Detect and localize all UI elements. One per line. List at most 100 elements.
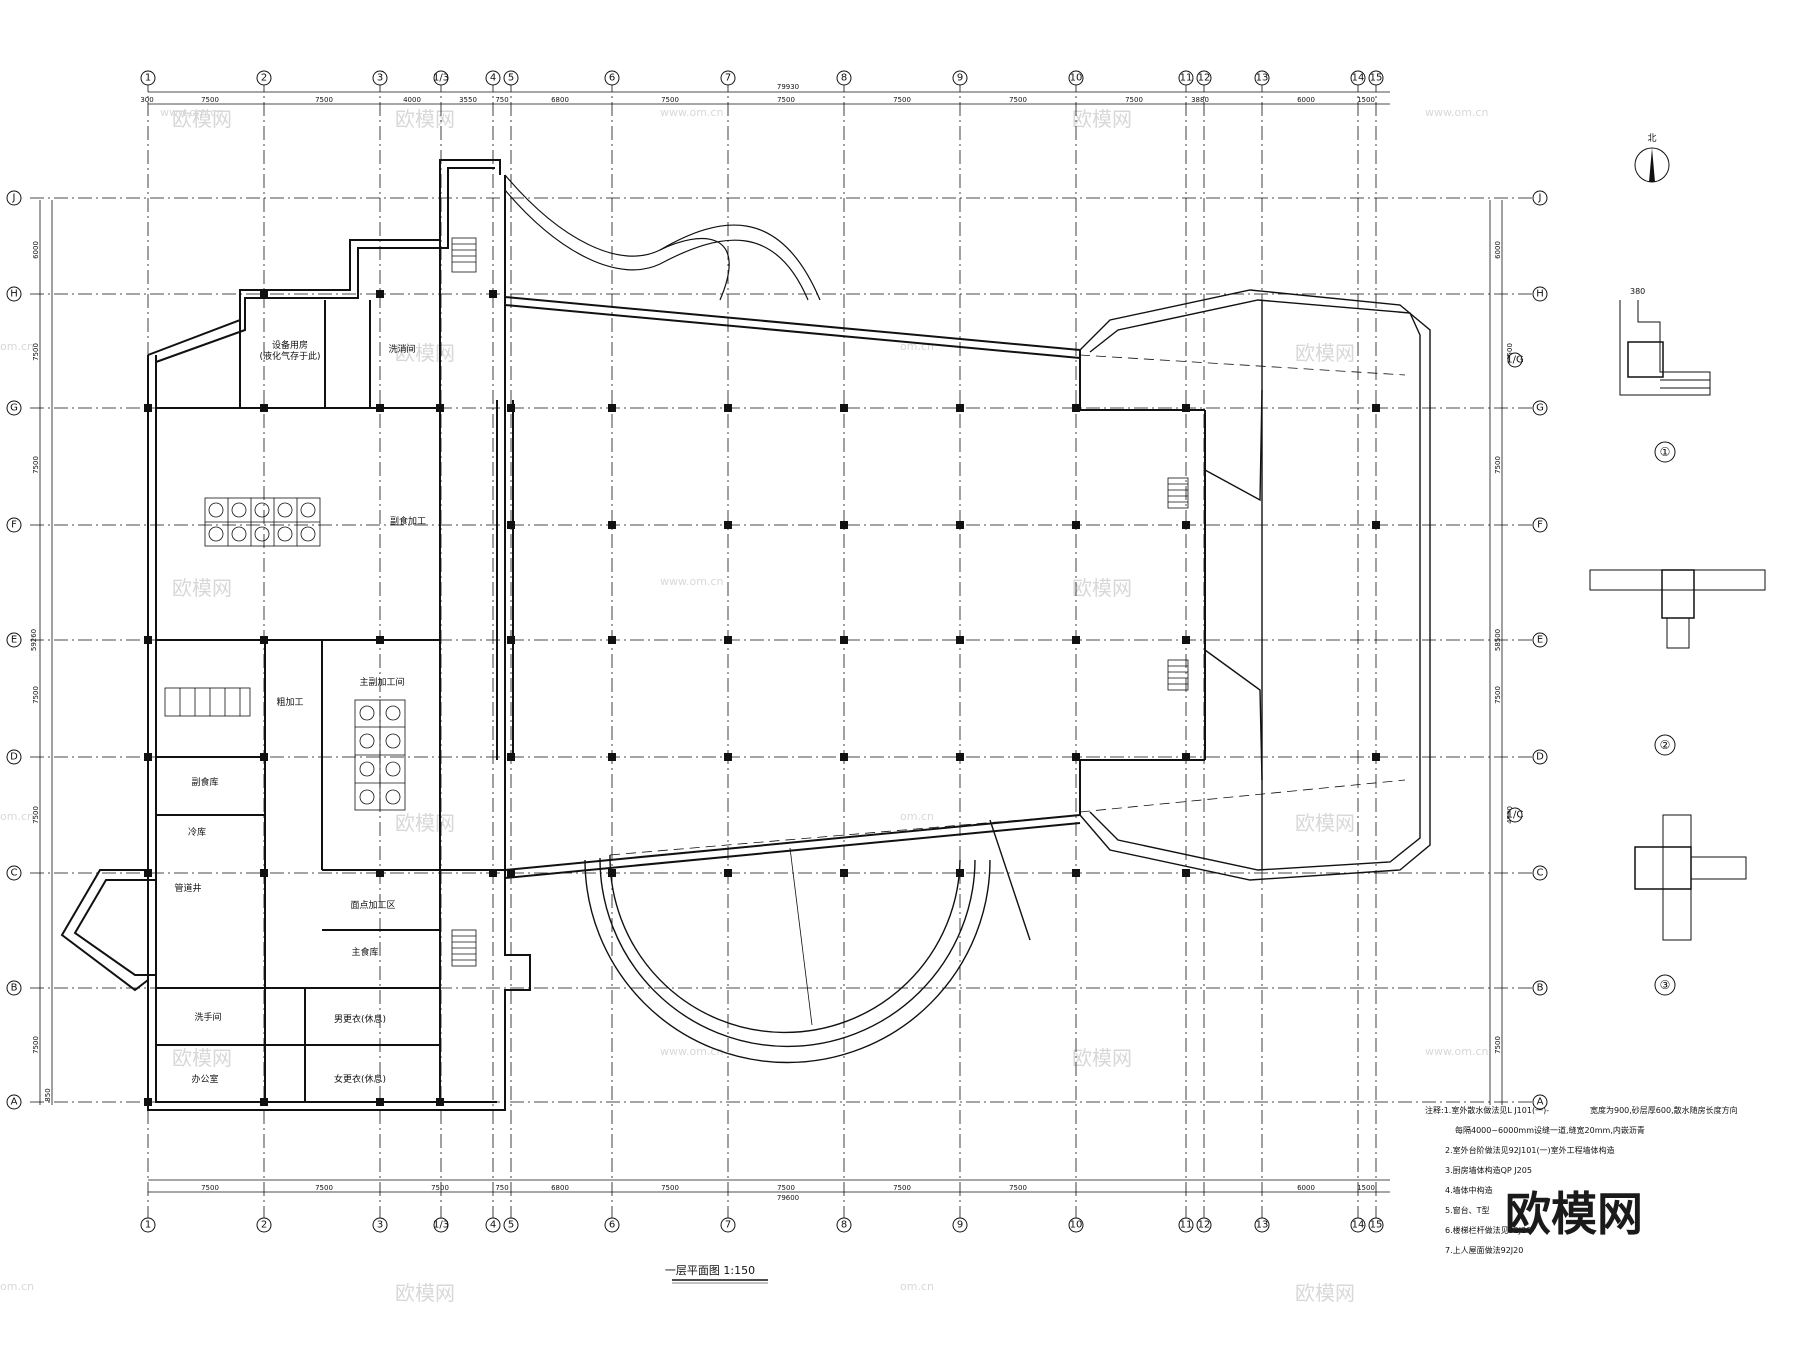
axis-bubble-left-0-label: J — [12, 193, 16, 204]
axis-bubble-top-3: 1/3 — [433, 70, 449, 86]
axis-bubble-left-5-label: D — [10, 752, 18, 763]
axis-bubble-left-4-label: E — [11, 635, 17, 646]
structural-columns — [144, 290, 1380, 1106]
watermark-site-3: www.om.cn — [1425, 106, 1488, 119]
column-5 — [608, 404, 616, 412]
north-canopy — [504, 174, 821, 301]
dim-top-2: 7500 — [315, 96, 333, 104]
watermark-brand-1: 欧模网 — [172, 107, 232, 131]
axis-bubble-top-5-label: 5 — [508, 73, 514, 84]
column-55 — [1372, 521, 1380, 529]
dim-top-15: 1500 — [1357, 96, 1375, 104]
axis-bubble-bottom-6-label: 6 — [609, 1220, 615, 1231]
axis-bubble-right-1-label: H — [1536, 289, 1544, 300]
dim-right-3: 7500 — [1494, 456, 1502, 474]
column-8 — [608, 753, 616, 761]
room-label-staple-store: 主食库 — [351, 946, 378, 958]
axis-bubble-right-0: J — [1532, 190, 1548, 206]
dim-top-14: 6000 — [1297, 96, 1315, 104]
column-9 — [608, 869, 616, 877]
axis-bubble-bottom-13: 13 — [1254, 1217, 1270, 1233]
detail-3 — [1634, 814, 1747, 941]
dim-bottom-1: 7500 — [201, 1184, 219, 1192]
dim-bottom-4: 750 — [495, 1184, 508, 1192]
column-25 — [1072, 404, 1080, 412]
room-label-office: 办公室 — [191, 1073, 218, 1085]
column-26 — [1072, 521, 1080, 529]
watermark-site-8: om.cn — [900, 810, 934, 823]
axis-bubble-left-5: D — [6, 749, 22, 765]
dim-left-4: 7500 — [32, 686, 40, 704]
column-18 — [840, 753, 848, 761]
drawing-title: 一层平面图 1:150 — [665, 1264, 768, 1284]
detail-2 — [1589, 569, 1766, 649]
axis-bubble-top-13: 13 — [1254, 70, 1270, 86]
dim-bottom-5: 6800 — [551, 1184, 569, 1192]
dim-top-3: 4000 — [403, 96, 421, 104]
watermark-site-6: www.om.cn — [660, 575, 723, 588]
axis-bubble-bottom-1: 2 — [256, 1217, 272, 1233]
column-20 — [956, 404, 964, 412]
watermark-brand-3: 欧模网 — [1072, 107, 1132, 131]
stair-north — [451, 237, 477, 273]
room-label-wash: 洗手间 — [194, 1011, 221, 1023]
axis-bubble-bottom-6: 6 — [604, 1217, 620, 1233]
axis-bubble-left-7: B — [6, 980, 22, 996]
axis-bubble-bottom-7: 7 — [720, 1217, 736, 1233]
axis-bubble-left-7-label: B — [11, 983, 18, 994]
note-6: 5.窗台、T型 — [1445, 1205, 1490, 1215]
note-8: 7.上人屋面做法92J20 — [1445, 1245, 1523, 1255]
column-35 — [144, 404, 152, 412]
column-40 — [376, 636, 384, 644]
dim-top-8: 7500 — [777, 96, 795, 104]
watermark-brand-4: 欧模网 — [395, 341, 455, 365]
dim-right-6: 7500 — [1494, 1036, 1502, 1054]
axis-grid-lines — [30, 78, 1540, 1225]
dim-bottom-2: 7500 — [315, 1184, 333, 1192]
column-3 — [507, 753, 515, 761]
column-41 — [144, 636, 152, 644]
column-7 — [608, 636, 616, 644]
column-6 — [608, 521, 616, 529]
overall-bottom-dim: 79600 — [777, 1194, 799, 1202]
south-arc — [584, 819, 1031, 1064]
dim-bottom-10: 6000 — [1297, 1184, 1315, 1192]
watermark-brand-7: 欧模网 — [1072, 576, 1132, 600]
axis-bubble-extra-1-label: 1/C — [1507, 810, 1524, 821]
dim-left-5: 7500 — [32, 806, 40, 824]
room-label-equipment: 设备用房(液化气存于此) — [259, 339, 320, 362]
watermark-brand-5: 欧模网 — [1295, 341, 1355, 365]
axis-bubble-top-15: 15 — [1368, 70, 1384, 86]
axis-bubble-right-5: D — [1532, 749, 1548, 765]
column-21 — [956, 521, 964, 529]
kitchen-equipment — [164, 497, 406, 811]
column-52 — [376, 290, 384, 298]
axis-bubble-top-4-label: 4 — [490, 73, 496, 84]
axis-bubble-top-14: 14 — [1350, 70, 1366, 86]
axis-bubble-bottom-0-label: 1 — [145, 1220, 151, 1231]
axis-bubble-left-2-label: G — [10, 403, 18, 414]
dim-bottom-7: 7500 — [777, 1184, 795, 1192]
dim-top-9: 7500 — [893, 96, 911, 104]
column-49 — [376, 1098, 384, 1106]
axis-bubble-right-4: E — [1532, 632, 1548, 648]
watermark-site-7: om.cn — [0, 810, 34, 823]
axis-bubble-bottom-3: 1/3 — [433, 1217, 449, 1233]
detail-1: 380 — [1619, 287, 1711, 396]
column-12 — [724, 636, 732, 644]
axis-bubble-top-0-label: 1 — [145, 73, 151, 84]
note-1b: 宽度为900,砂层厚600,散水随房长度方向 — [1590, 1105, 1738, 1115]
column-45 — [260, 869, 268, 877]
column-36 — [260, 404, 268, 412]
column-30 — [1182, 404, 1190, 412]
dim-left-3: 7500 — [32, 456, 40, 474]
building-walls — [60, 159, 1206, 1111]
axis-bubble-right-6: C — [1532, 865, 1548, 881]
axis-bubble-top-9: 9 — [952, 70, 968, 86]
watermark-site-11: om.cn — [0, 1280, 34, 1293]
watermark-site-1: www.om.cn — [160, 106, 223, 119]
axis-bubble-top-12: 12 — [1196, 70, 1212, 86]
section-cut-lines — [609, 354, 1406, 856]
room-label-mens-change: 男更衣(休息) — [334, 1013, 386, 1025]
